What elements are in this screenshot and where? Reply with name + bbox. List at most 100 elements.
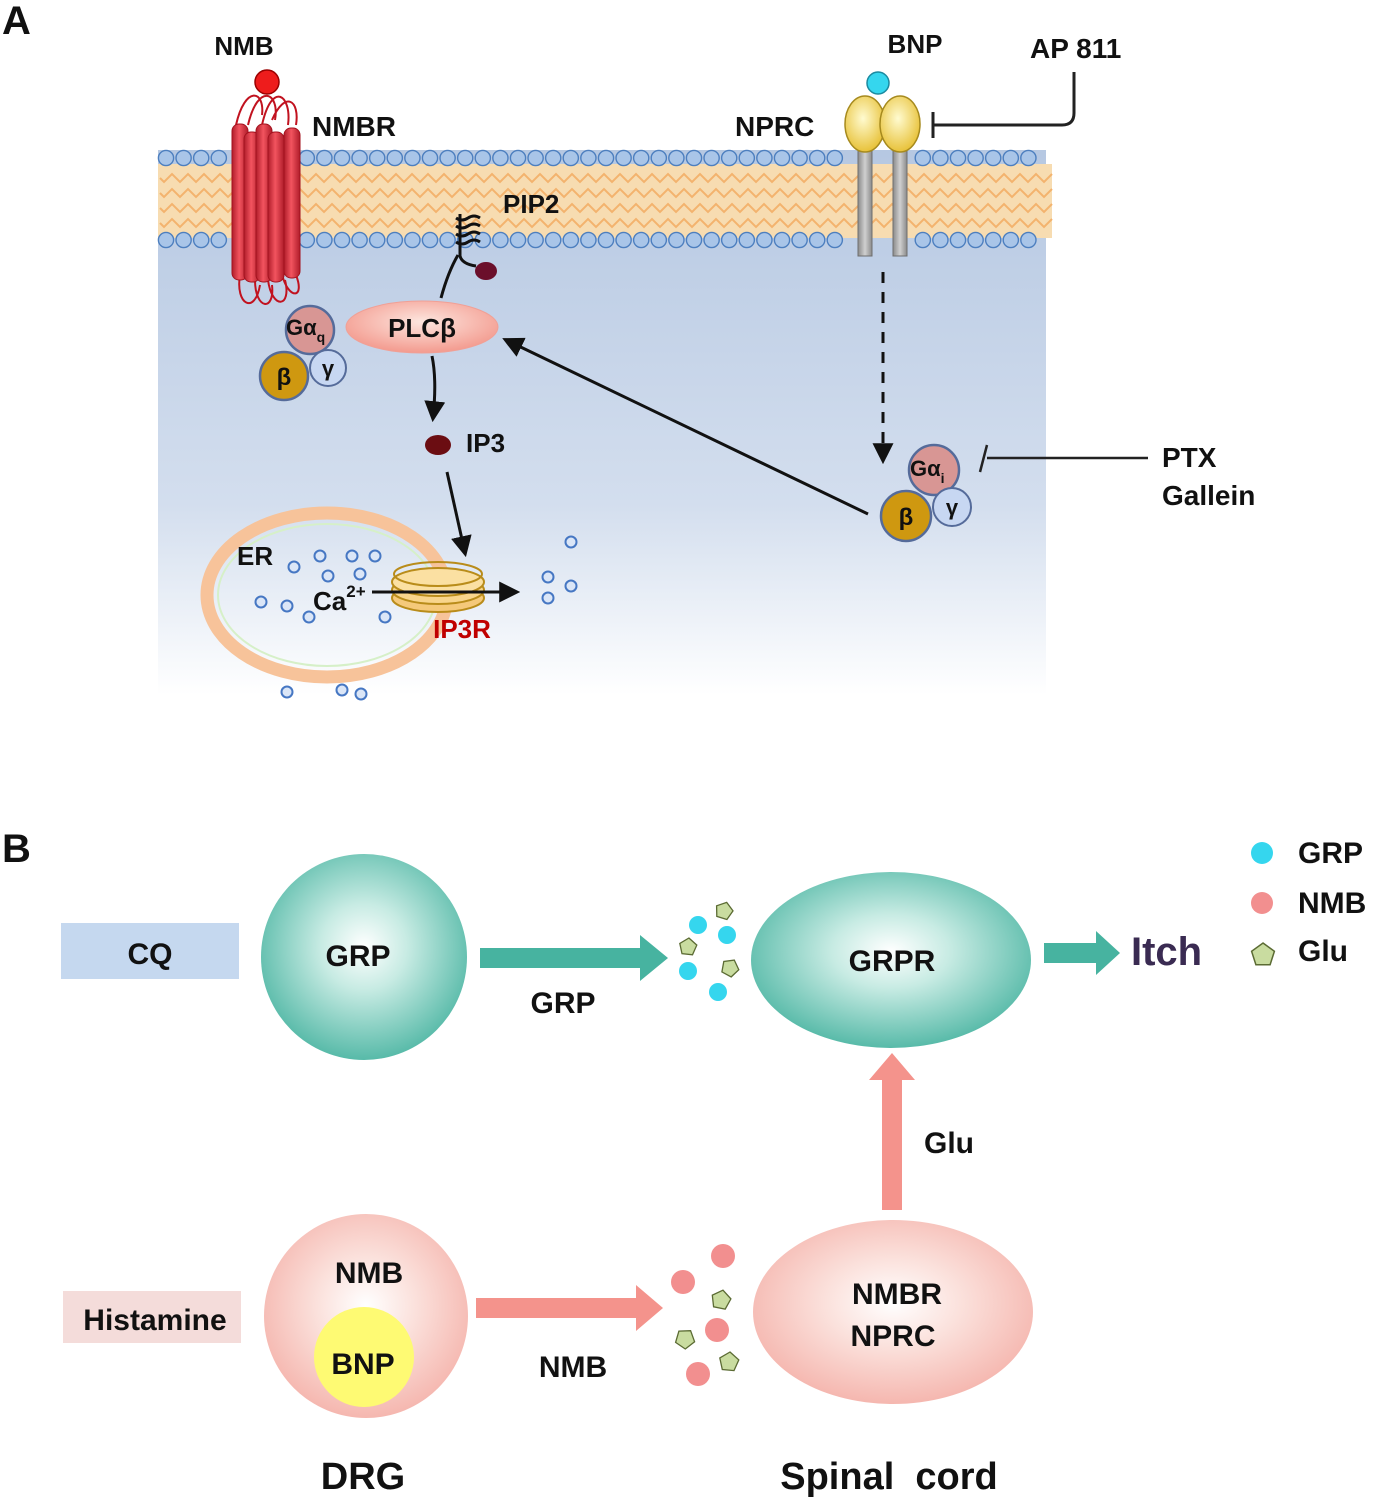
er-label: ER [237,541,273,571]
calcium-ion [321,569,335,583]
phospholipid-head [791,231,808,249]
panel-a-label: A [2,0,31,43]
phospholipid-head [192,231,210,249]
phospholipid-head [175,231,192,249]
g-gamma-subunit-i [932,487,972,527]
phospholipid-head [316,231,333,249]
phospholipid-head [580,231,597,249]
pip2-label: PIP2 [503,189,559,219]
nmb-glu-cluster [671,1244,740,1386]
cq-label: CQ [128,938,173,971]
grp-dot [718,926,736,944]
g-alpha-i-subunit [907,443,961,497]
phospholipid-head [562,231,580,249]
phospholipid-head [597,149,615,167]
grp-arrow-label: GRP [530,987,595,1020]
legend-grp-label: GRP [1298,837,1363,870]
phospholipid-head [333,149,351,167]
phospholipid-head [791,149,808,167]
phospholipid-head [456,149,474,167]
glu-pentagon [721,959,740,978]
phospholipid-head [368,149,386,167]
grp-release-arrow [480,935,668,981]
phospholipid-head [492,149,509,167]
glu-arrow-label: Glu [924,1127,974,1160]
grp-dot [689,916,707,934]
phospholipid-head [808,149,826,167]
phospholipid-head [949,231,967,249]
panel-b-label: B [2,827,31,871]
phospholipid-head [597,231,615,249]
nmb-release-arrow [476,1285,663,1331]
phospholipid-head [967,149,984,167]
phospholipid-head [386,149,404,167]
phospholipid-head [509,231,527,249]
legend-glu-marker [1250,942,1276,966]
phospholipid-head [386,231,404,249]
nmb-dot [671,1270,695,1294]
phospholipid-head [720,149,738,167]
phospholipid-head [351,149,368,167]
phospholipid-head [298,149,316,167]
calcium-ion [254,595,268,609]
phospholipid-head [562,149,580,167]
legend-nmb-marker [1251,892,1273,914]
nmb-dot [705,1318,729,1342]
calcium-ion [368,549,382,563]
grp-neuron [261,854,467,1060]
phospholipid-head [703,231,720,249]
gamma-label-i: γ [946,495,959,520]
ip3r-label: IP3R [433,614,491,644]
nmbr-nprc-neuron [753,1220,1033,1404]
svg-text:Gαq: Gαq [286,315,325,345]
calcium-superscript: 2+ [346,582,365,601]
grpr-label: GRPR [849,945,936,978]
phospholipid-head [316,149,333,167]
glu-upward-arrow [869,1053,915,1210]
phospholipid-head [192,149,210,167]
calcium-ion [378,610,392,624]
glu-pentagon [719,1351,740,1372]
nmb-neuron-label: NMB [335,1257,403,1290]
phospholipid-head [932,149,949,167]
svg-text:Gαi: Gαi [910,456,945,486]
phospholipid-head [421,231,439,249]
phospholipid-head [914,149,932,167]
ip3-label: IP3 [466,428,505,458]
phospholipid-head [351,231,368,249]
ip3r-channel [391,561,485,613]
phospholipid-head [949,149,967,167]
plcb-enzyme [345,300,499,354]
bnp-vesicle [314,1307,414,1407]
itch-arrow [1044,931,1120,975]
calcium-ion [280,599,294,613]
plcb-to-ip3-arrow [424,355,446,423]
g-gamma-subunit [309,349,347,387]
panel-b: B CQ GRP GRP GRPR Itch Histamine NMB BNP… [2,827,1366,1498]
itch-label: Itch [1131,930,1202,974]
calcium-ion [345,549,359,563]
phospholipid-head [210,149,228,167]
gbg-to-plcb-arrow [502,337,869,516]
phospholipid-head [1020,231,1037,249]
calcium-ion [354,687,368,701]
calcium-label: Ca [313,586,347,616]
grp-dot [709,983,727,1001]
legend-glu-label: Glu [1298,935,1348,968]
phospholipid-head [175,149,192,167]
phospholipid-head [650,231,668,249]
gamma-label-q: γ [322,356,335,381]
calcium-ion [353,567,367,581]
nprc-receptor [844,95,921,257]
phospholipid-head [474,149,492,167]
phospholipid-head [773,149,791,167]
gi-protein: Gαi γ β [879,443,972,543]
calcium-ion [302,610,316,624]
g-alpha-q-subunit [284,304,336,356]
phospholipid-head [808,231,826,249]
nmbr-label: NMBR [312,111,396,142]
phospholipid-head [615,231,632,249]
phospholipid-head [615,149,632,167]
phospholipid-head [685,231,703,249]
nprc-label: NPRC [735,111,814,142]
